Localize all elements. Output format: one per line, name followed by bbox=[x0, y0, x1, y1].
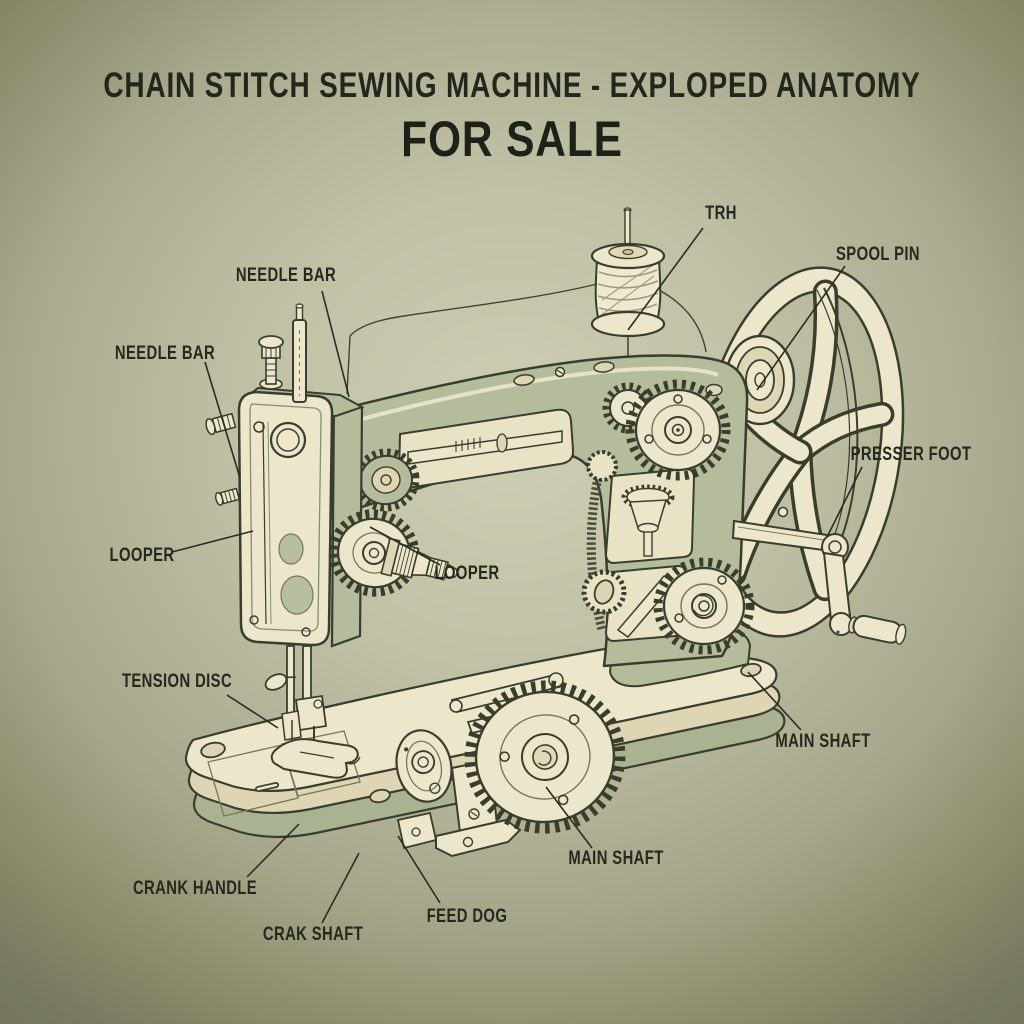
looper-gear-shaft bbox=[328, 509, 458, 597]
leader-spool-pin bbox=[756, 265, 846, 391]
label-crank-handle: CRANK HANDLE bbox=[132, 878, 258, 899]
leader-feed-dog bbox=[397, 835, 441, 904]
arm-gear-large bbox=[625, 379, 731, 481]
leader-needle-bar-lower bbox=[204, 361, 241, 479]
poster-subtitle: FOR SALE bbox=[401, 111, 623, 167]
pillar-gear bbox=[653, 557, 755, 655]
thread-lines bbox=[346, 283, 707, 395]
bed-hole bbox=[200, 741, 226, 759]
thread-spool bbox=[590, 207, 666, 356]
label-tension-disc: TENSION DISC bbox=[121, 671, 233, 692]
feed-pulley bbox=[395, 729, 453, 803]
leader-looper-center bbox=[369, 526, 441, 566]
crank-handle-grip bbox=[852, 614, 907, 645]
label-feed-dog: FEED DOG bbox=[426, 906, 508, 927]
leader-presser-foot bbox=[826, 466, 863, 538]
label-presser-foot: PRESSER FOOT bbox=[850, 444, 972, 465]
bed-hole bbox=[369, 788, 391, 804]
top-thumb-screw bbox=[258, 335, 284, 390]
label-looper-left: LOOPER bbox=[109, 545, 175, 566]
label-needle-bar-upper: NEEDLE BAR bbox=[235, 265, 337, 286]
label-main-shaft-bottom: MAIN SHAFT bbox=[568, 848, 664, 869]
leader-tension-disc bbox=[226, 694, 279, 729]
presser-foot-shape bbox=[270, 738, 359, 779]
leader-looper-left bbox=[171, 530, 254, 553]
pillar-belt bbox=[586, 466, 607, 632]
leader-crank-handle bbox=[246, 823, 300, 878]
label-looper-center: LOOPER bbox=[434, 563, 500, 584]
faceplate-eyelet bbox=[269, 421, 307, 459]
rough-cam bbox=[581, 569, 627, 615]
poster-title: CHAIN STITCH SEWING MACHINE - EXPLOPED A… bbox=[103, 66, 921, 105]
leader-main-shaft-bottom bbox=[545, 786, 593, 849]
needle-bar-rod bbox=[292, 303, 307, 403]
presser-foot-assembly bbox=[264, 645, 361, 779]
side-thumb-screw bbox=[214, 487, 241, 506]
leader-crak-shaft bbox=[321, 852, 360, 924]
label-spool-pin: SPOOL PIN bbox=[836, 244, 920, 265]
leader-needle-bar-upper bbox=[321, 290, 350, 398]
crank-assembly bbox=[731, 519, 907, 645]
belt-cord bbox=[816, 287, 859, 561]
leader-lines bbox=[171, 227, 863, 924]
wheel-face-screw bbox=[777, 506, 789, 518]
label-main-shaft-right: MAIN SHAFT bbox=[775, 731, 871, 752]
leader-main-shaft-right bbox=[747, 671, 802, 731]
leader-trh bbox=[627, 227, 704, 331]
label-trh: TRH bbox=[705, 203, 737, 224]
label-needle-bar-lower: NEEDLE BAR bbox=[114, 343, 216, 364]
side-thumb-screw bbox=[205, 412, 237, 436]
label-crak-shaft: CRAK SHAFT bbox=[262, 924, 364, 945]
